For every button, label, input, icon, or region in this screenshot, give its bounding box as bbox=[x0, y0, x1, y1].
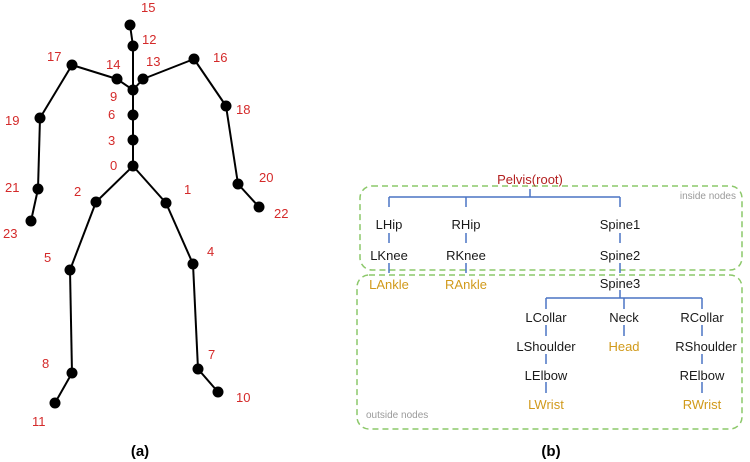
joint-14 bbox=[111, 73, 123, 85]
caption-b: (b) bbox=[541, 443, 560, 460]
joint-label-12: 12 bbox=[142, 32, 156, 47]
bone-16-18 bbox=[193, 58, 227, 107]
joint-11 bbox=[49, 397, 61, 409]
node-rankle: RAnkle bbox=[445, 277, 487, 292]
joint-label-19: 19 bbox=[5, 113, 19, 128]
node-rknee: RKnee bbox=[446, 248, 486, 263]
joint-4 bbox=[187, 258, 199, 270]
bone-18-20 bbox=[225, 105, 239, 185]
joint-19 bbox=[34, 112, 46, 124]
node-spine2: Spine2 bbox=[600, 248, 640, 263]
joint-label-14: 14 bbox=[106, 57, 120, 72]
joint-label-1: 1 bbox=[184, 182, 191, 197]
joint-7 bbox=[192, 363, 204, 375]
bone-0-2 bbox=[95, 165, 134, 203]
joint-label-11: 11 bbox=[32, 414, 46, 429]
bone-14-17 bbox=[71, 64, 118, 80]
joint-label-3: 3 bbox=[108, 133, 115, 148]
node-lelbow: LElbow bbox=[525, 368, 568, 383]
skeleton-joints bbox=[25, 19, 265, 409]
node-rcollar: RCollar bbox=[680, 310, 724, 325]
joint-3 bbox=[127, 134, 139, 146]
bone-0-1 bbox=[132, 165, 167, 204]
joint-21 bbox=[32, 183, 44, 195]
joint-22 bbox=[253, 201, 265, 213]
joint-16 bbox=[188, 53, 200, 65]
joint-label-8: 8 bbox=[42, 356, 49, 371]
joint-5 bbox=[64, 264, 76, 276]
joint-label-10: 10 bbox=[236, 390, 250, 405]
node-head: Head bbox=[608, 339, 639, 354]
joint-18 bbox=[220, 100, 232, 112]
node-lknee: LKnee bbox=[370, 248, 408, 263]
joint-label-7: 7 bbox=[208, 347, 215, 362]
joint-label-2: 2 bbox=[74, 184, 81, 199]
joint-label-9: 9 bbox=[110, 89, 117, 104]
joint-12 bbox=[127, 40, 139, 52]
node-rwrist: RWrist bbox=[683, 397, 722, 412]
bone-4-7 bbox=[192, 263, 199, 370]
bone-5-8 bbox=[69, 269, 73, 374]
inside-nodes-region bbox=[359, 185, 743, 271]
joint-20 bbox=[232, 178, 244, 190]
inside-nodes-label: inside nodes bbox=[680, 191, 736, 202]
joint-label-5: 5 bbox=[44, 250, 51, 265]
joint-label-23: 23 bbox=[3, 226, 17, 241]
hierarchy-edges bbox=[388, 189, 703, 393]
joint-2 bbox=[90, 196, 102, 208]
node-rhip: RHip bbox=[452, 217, 481, 232]
node-neck: Neck bbox=[609, 310, 639, 325]
bone-8-11 bbox=[54, 372, 73, 404]
joint-0 bbox=[127, 160, 139, 172]
node-lwrist: LWrist bbox=[528, 397, 564, 412]
joint-label-4: 4 bbox=[207, 244, 214, 259]
joint-8 bbox=[66, 367, 78, 379]
joint-6 bbox=[127, 109, 139, 121]
caption-a: (a) bbox=[131, 443, 149, 460]
node-lcollar: LCollar bbox=[525, 310, 567, 325]
node-lhip: LHip bbox=[376, 217, 403, 232]
joint-10 bbox=[212, 386, 224, 398]
joint-label-21: 21 bbox=[5, 180, 19, 195]
outside-nodes-region bbox=[356, 274, 743, 430]
joint-15 bbox=[124, 19, 136, 31]
node-lankle: LAnkle bbox=[369, 277, 409, 292]
bone-2-5 bbox=[69, 201, 97, 271]
node-pelvis-root: Pelvis(root) bbox=[497, 172, 563, 187]
joint-label-17: 17 bbox=[47, 49, 61, 64]
joint-label-22: 22 bbox=[274, 206, 288, 221]
outside-nodes-label: outside nodes bbox=[366, 410, 428, 421]
joint-13 bbox=[137, 73, 149, 85]
bone-13-16 bbox=[142, 58, 195, 80]
bone-1-4 bbox=[165, 202, 194, 265]
joint-1 bbox=[160, 197, 172, 209]
joint-17 bbox=[66, 59, 78, 71]
joint-label-15: 15 bbox=[141, 0, 155, 15]
joint-label-0: 0 bbox=[110, 158, 117, 173]
joint-label-20: 20 bbox=[259, 170, 273, 185]
joint-23 bbox=[25, 215, 37, 227]
node-relbow: RElbow bbox=[680, 368, 725, 383]
joint-label-18: 18 bbox=[236, 102, 250, 117]
node-rshoulder: RShoulder bbox=[675, 339, 737, 354]
joint-9 bbox=[127, 84, 139, 96]
node-spine1: Spine1 bbox=[600, 217, 640, 232]
joint-label-16: 16 bbox=[213, 50, 227, 65]
node-lshoulder: LShoulder bbox=[516, 339, 576, 354]
bone-17-19 bbox=[39, 64, 73, 119]
joint-label-13: 13 bbox=[146, 54, 160, 69]
joint-label-6: 6 bbox=[108, 107, 115, 122]
node-spine3: Spine3 bbox=[600, 276, 640, 291]
bone-19-21 bbox=[37, 117, 41, 190]
